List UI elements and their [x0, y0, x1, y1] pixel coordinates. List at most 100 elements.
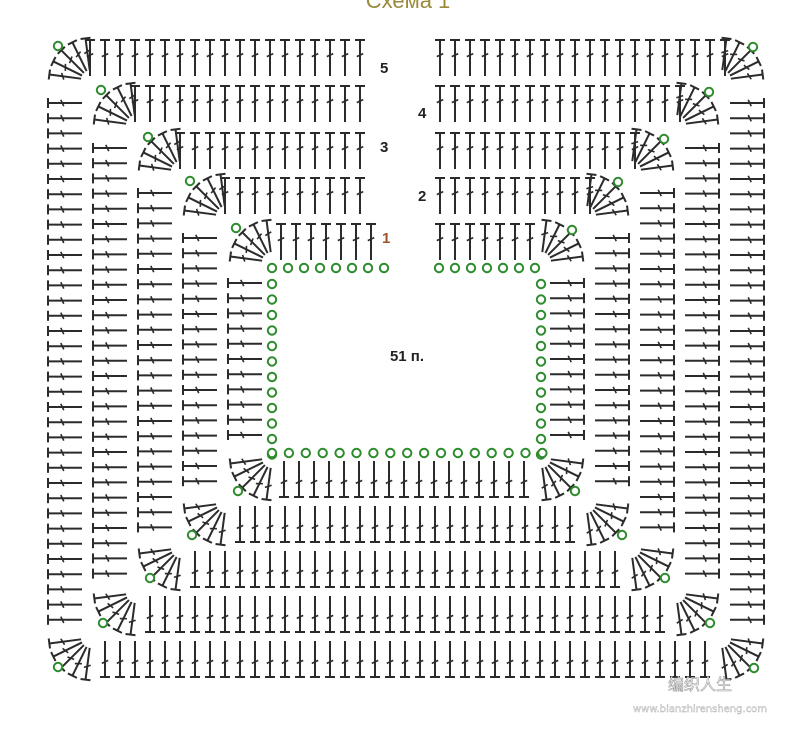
- double-crochet-symbol: [92, 386, 127, 397]
- double-crochet-symbol: [185, 192, 218, 213]
- stitch-crossbar: [747, 418, 752, 426]
- stitch-crossbar: [702, 266, 707, 274]
- double-crochet-symbol: [600, 85, 610, 122]
- stitch-crossbar: [116, 659, 124, 665]
- stitch-top-bar: [95, 101, 102, 112]
- stitch-crossbar: [221, 659, 229, 665]
- stitch-crossbar: [195, 310, 200, 318]
- double-crochet-symbol: [227, 308, 262, 319]
- stitch-stem: [184, 209, 217, 216]
- stitch-crossbar: [702, 296, 707, 304]
- double-crochet-symbol: [295, 641, 305, 678]
- stitch-crossbar: [702, 159, 707, 167]
- stitch-crossbar: [60, 236, 65, 244]
- diagram-title: Схема 1: [366, 0, 451, 13]
- double-crochet-symbol: [450, 223, 460, 260]
- stitch-crossbar: [586, 98, 594, 104]
- stitch-crossbar: [747, 129, 752, 137]
- double-crochet-symbol: [182, 293, 217, 304]
- stitch-crossbar: [341, 614, 349, 620]
- stitch-stem: [241, 231, 266, 256]
- stitch-crossbar: [739, 654, 744, 662]
- stitch-crossbar: [436, 52, 444, 58]
- stitch-crossbar: [206, 145, 214, 151]
- double-crochet-symbol: [235, 641, 245, 678]
- double-crochet-symbol: [430, 641, 440, 678]
- stitch-crossbar: [461, 569, 469, 575]
- chain-stitch-symbol: [535, 356, 547, 367]
- stitch-crossbar: [101, 659, 109, 665]
- double-crochet-symbol: [280, 85, 290, 122]
- chain-stitch-symbol: [232, 485, 244, 497]
- stitch-crossbar: [68, 56, 73, 64]
- double-crochet-symbol: [227, 278, 262, 288]
- double-crochet-symbol: [47, 402, 82, 412]
- stitch-top-bar: [611, 528, 620, 537]
- stitch-crossbar: [431, 659, 439, 665]
- double-crochet-symbol: [640, 355, 675, 366]
- stitch-crossbar: [430, 479, 438, 485]
- double-crochet-symbol: [630, 39, 640, 76]
- stitch-crossbar: [505, 479, 513, 485]
- stitch-crossbar: [612, 310, 617, 318]
- double-crochet-symbol: [220, 596, 230, 633]
- double-crochet-symbol: [685, 158, 720, 169]
- stitch-crossbar: [107, 602, 114, 609]
- stitch-stem: [685, 118, 718, 125]
- double-crochet-symbol: [309, 461, 319, 498]
- double-crochet-symbol: [430, 596, 440, 633]
- stitch-crossbar: [657, 387, 662, 395]
- stitch-crossbar: [266, 569, 274, 575]
- double-crochet-symbol: [102, 91, 130, 119]
- double-crochet-symbol: [675, 39, 685, 76]
- stitch-top-bar: [228, 251, 233, 262]
- double-crochet-symbol: [340, 641, 350, 678]
- stitch-top-bar: [215, 172, 226, 177]
- stitch-crossbar: [581, 569, 589, 575]
- stitch-crossbar: [60, 601, 65, 609]
- double-crochet-symbol: [595, 415, 630, 426]
- stitch-crossbar: [431, 569, 439, 575]
- stitch-crossbar: [341, 98, 349, 104]
- double-crochet-symbol: [125, 81, 136, 116]
- double-crochet-symbol: [550, 251, 585, 262]
- stitch-crossbar: [195, 401, 200, 409]
- stitch-crossbar: [150, 311, 155, 319]
- double-crochet-symbol: [490, 596, 500, 633]
- stitch-crossbar: [195, 208, 200, 216]
- stitch-crossbar: [596, 659, 604, 665]
- double-crochet-symbol: [339, 461, 349, 498]
- stitch-crossbar: [150, 235, 155, 243]
- stitch-crossbar: [311, 614, 319, 620]
- double-crochet-symbol: [95, 101, 128, 122]
- double-crochet-symbol: [730, 143, 765, 154]
- double-crochet-symbol: [510, 223, 520, 260]
- stitch-stem: [161, 556, 178, 587]
- stitch-crossbar: [240, 279, 245, 287]
- stitch-crossbar: [641, 659, 649, 665]
- stitch-crossbar: [266, 190, 274, 196]
- stitch-crossbar: [541, 483, 549, 489]
- double-crochet-symbol: [730, 98, 765, 108]
- stitch-crossbar: [612, 295, 617, 303]
- stitch-crossbar: [536, 659, 544, 665]
- double-crochet-symbol: [92, 507, 127, 518]
- double-crochet-symbol: [685, 310, 720, 321]
- double-crochet-symbol: [175, 85, 185, 122]
- stitch-crossbar: [567, 355, 572, 363]
- stitch-crossbar: [101, 52, 109, 58]
- double-crochet-symbol: [47, 538, 82, 549]
- stitch-crossbar: [747, 205, 752, 213]
- stitch-top-bar: [261, 218, 272, 223]
- double-crochet-symbol: [525, 132, 535, 169]
- stitch-crossbar: [210, 187, 217, 194]
- stitch-crossbar: [60, 555, 65, 563]
- stitch-crossbar: [371, 524, 379, 530]
- stitch-crossbar: [281, 52, 289, 58]
- stitch-stem: [721, 647, 728, 680]
- double-crochet-symbol: [325, 641, 335, 678]
- stitch-crossbar: [647, 148, 655, 153]
- stitch-crossbar: [281, 659, 289, 665]
- double-crochet-symbol: [544, 221, 565, 254]
- double-crochet-symbol: [595, 263, 630, 274]
